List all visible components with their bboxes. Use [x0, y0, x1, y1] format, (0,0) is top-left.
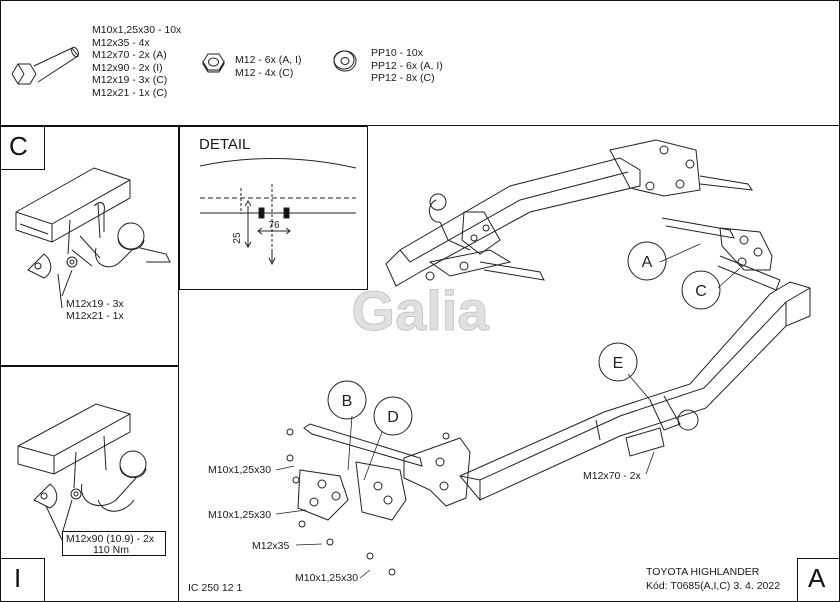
callout-e-circle — [598, 342, 638, 382]
bolt-item: M12x90 - 2x (I) — [92, 61, 163, 74]
bolt-item: M10x1,25x30 - 10x — [92, 24, 182, 36]
callout-c-label: C — [695, 283, 707, 300]
nut-list: M12 - 6x (A, I) M12 - 4x (C) — [235, 54, 302, 79]
main-view-letter: A — [808, 563, 826, 593]
panel-i-letter: I — [14, 563, 22, 593]
panel-i-label-box — [62, 531, 166, 556]
panel-c-label: M12x21 - 1x — [66, 310, 124, 322]
tow-ball-sketch-i — [17, 403, 147, 541]
bolt-item: M12x21 - 1x (C) — [92, 86, 168, 99]
washer-item: PP12 - 6x (A, I) — [371, 59, 443, 72]
bolt-item: M12x19 - 3x (C) — [92, 74, 168, 86]
main-crossbar — [459, 281, 811, 501]
washer-item: PP12 - 8x (C) — [371, 72, 435, 84]
panel-i-label: M12x90 (10.9) - 2x — [66, 533, 155, 545]
bolt-label-a: M12x70 - 2x — [583, 470, 641, 482]
detail-dim-vertical: 25 — [232, 232, 243, 244]
callout-d-label: D — [387, 409, 399, 426]
nut-icon — [202, 53, 225, 73]
washer-list: PP10 - 10x PP12 - 6x (A, I) PP12 - 8x (C… — [371, 47, 443, 85]
detail-box — [179, 126, 368, 290]
vehicle-model: TOYOTA HIGHLANDER — [646, 566, 760, 578]
bolt-label-b4: M10x1,25x30 — [295, 572, 359, 584]
nut-item: M12 - 6x (A, I) — [235, 54, 302, 66]
nut-item: M12 - 4x (C) — [235, 66, 294, 79]
upper-frame-assembly — [385, 139, 754, 287]
callout-a-label: A — [642, 254, 653, 271]
panel-c-label: M12x19 - 3x — [66, 298, 124, 310]
bolt-item: M12x35 - 4x — [92, 36, 150, 49]
left-bracket-assembly — [286, 423, 471, 576]
product-code: Kód: T0685(A,I,C) 3. 4. 2022 — [646, 580, 781, 592]
bolt-icon — [11, 46, 79, 85]
bolt-item: M12x70 - 2x (A) — [92, 49, 167, 61]
leader-lines — [275, 243, 741, 579]
bolt-label-b2: M10x1,25x30 — [208, 509, 272, 521]
callout-circles — [327, 241, 721, 436]
callout-c-circle — [681, 270, 721, 310]
washer-item: PP10 - 10x — [371, 47, 423, 59]
drawing-code: IC 250 12 1 — [188, 582, 243, 594]
bolt-list: M10x1,25x30 - 10x M12x35 - 4x M12x70 - 2… — [92, 24, 181, 99]
brand-watermark: Galia — [352, 279, 490, 342]
detail-title: DETAIL — [199, 136, 251, 153]
bolt-label-b3: M12x35 — [252, 540, 290, 552]
right-bracket — [661, 217, 781, 291]
callout-d-circle — [373, 396, 413, 436]
detail-dim-horizontal: 76 — [268, 220, 280, 231]
callout-b-label: B — [342, 393, 353, 410]
callout-b-circle — [327, 380, 367, 420]
bolt-label-b1: M10x1,25x30 — [208, 464, 272, 476]
panel-c-box — [0, 126, 179, 366]
callout-e-label: E — [613, 355, 624, 372]
callout-a-circle — [627, 241, 667, 281]
tow-ball-sketch-c — [15, 167, 171, 309]
panel-c-letter: C — [9, 131, 28, 161]
detail-drawing — [199, 157, 357, 266]
letter-c-box — [0, 126, 45, 170]
panel-i-label: 110 Nm — [93, 544, 129, 556]
washer-icon — [333, 50, 357, 72]
